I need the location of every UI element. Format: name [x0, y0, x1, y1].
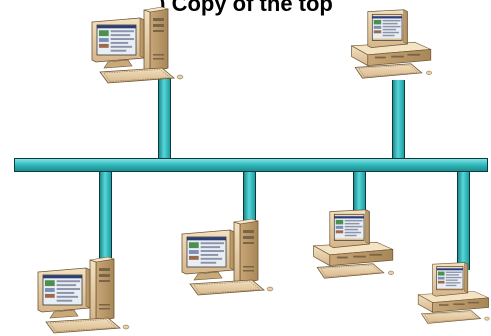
- drop-cable-top-left: [158, 78, 171, 160]
- tower-computer-icon: [34, 256, 134, 336]
- computer-top-left: [88, 6, 188, 86]
- tower-computer-icon: [88, 6, 188, 86]
- drop-cable-bottom-4: [457, 170, 470, 270]
- tower-computer-icon: [178, 218, 278, 298]
- page-title: ) Copy of the top: [158, 0, 333, 16]
- drop-cable-bottom-1: [99, 170, 112, 270]
- desktop-computer-icon: [310, 208, 400, 280]
- drop-cable-top-right: [392, 80, 405, 160]
- computer-bottom-3: [310, 208, 400, 280]
- computer-bottom-1: [34, 256, 134, 336]
- network-bus-cable: [14, 158, 488, 172]
- computer-top-right: [348, 8, 438, 80]
- drop-cable-bottom-3: [353, 170, 366, 220]
- desktop-computer-icon: [348, 8, 438, 80]
- drop-cable-bottom-2: [243, 170, 256, 230]
- computer-bottom-2: [178, 218, 278, 298]
- desktop-computer-icon: [415, 258, 491, 328]
- computer-bottom-4: [415, 258, 491, 328]
